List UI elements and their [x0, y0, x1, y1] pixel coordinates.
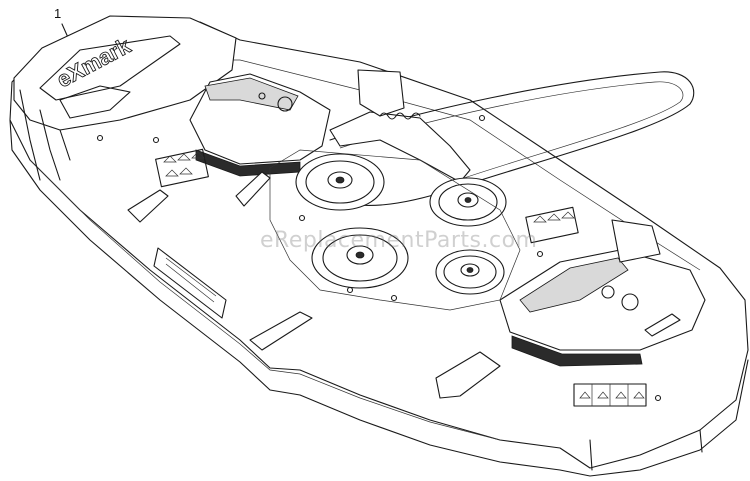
safety-decal-right [525, 206, 579, 244]
pulley-left-upper [295, 153, 385, 211]
watermark: eReplacementParts.com [260, 228, 538, 253]
left-end-cap-bracket [59, 85, 131, 119]
deck-skirt-inner [29, 159, 501, 441]
tension-spring [379, 112, 421, 120]
drive-belt-inner [339, 81, 684, 183]
right-spindle-cover [499, 249, 706, 367]
pulley-left-lower [311, 227, 409, 289]
side-fin-left [249, 311, 313, 351]
front-bracket-mid [235, 171, 271, 207]
left-spindle-cover [189, 73, 331, 177]
deck-bolts [96, 114, 662, 402]
safety-decal-front [573, 383, 647, 407]
pulley-right-upper [429, 177, 507, 227]
deck-front-edge [589, 429, 703, 471]
info-label-side [153, 247, 227, 319]
left-end-cap-lip [19, 89, 71, 181]
front-bracket-left [127, 189, 169, 223]
front-bracket-right [435, 351, 501, 399]
callout-number: 1 [54, 6, 62, 21]
pulley-right-lower [435, 249, 505, 295]
deck-skirt-side [9, 119, 749, 477]
idler-arm [329, 111, 471, 183]
safety-decal-left [155, 148, 209, 188]
spring-bracket [357, 69, 405, 117]
inner-well [269, 149, 521, 311]
rear-bracket-right [611, 219, 661, 263]
